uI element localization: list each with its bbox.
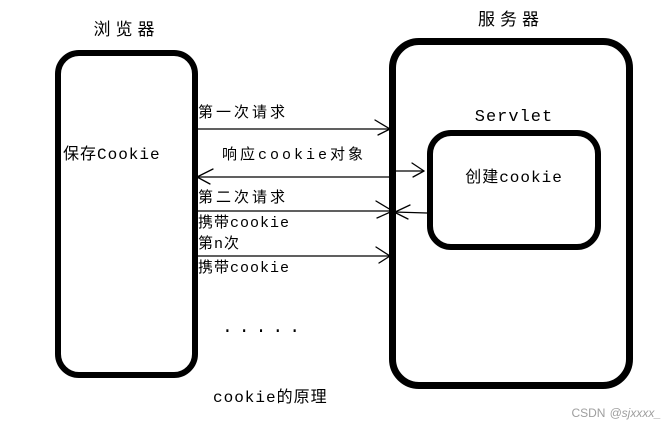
watermark-handle: @sjxxxx_ — [609, 406, 661, 420]
message-response-cookie-object: 响应cookie对象 — [222, 147, 367, 164]
server-title: 服务器 — [478, 12, 544, 31]
ellipsis-dots: ..... — [222, 318, 307, 338]
watermark-site: CSDN — [571, 406, 606, 420]
servlet-body-create-cookie: 创建cookie — [465, 169, 563, 187]
message-second-request: 第二次请求 — [198, 190, 289, 207]
servlet-title: Servlet — [474, 108, 554, 127]
diagram-caption: cookie的原理 — [213, 389, 328, 407]
servlet-box — [427, 130, 601, 250]
watermark: CSDN@sjxxxx_ — [571, 406, 661, 420]
browser-box — [55, 50, 198, 378]
browser-body-save-cookie: 保存Cookie — [63, 146, 161, 164]
message-nth-request: 第n次 — [198, 236, 241, 253]
message-carry-cookie: 携带cookie — [198, 215, 291, 232]
message-carry-cookie-2: 携带cookie — [198, 260, 291, 277]
message-first-request: 第一次请求 — [198, 105, 289, 122]
browser-title: 浏览器 — [93, 22, 160, 41]
